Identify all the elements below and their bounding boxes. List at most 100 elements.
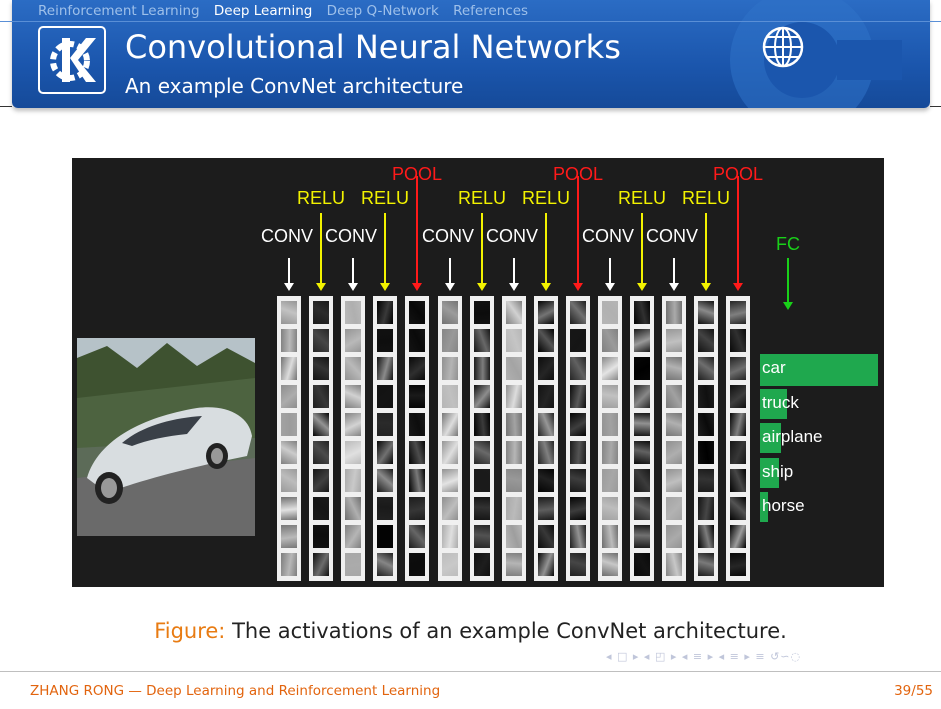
activation-map bbox=[473, 524, 491, 549]
layer-label-pool: POOL bbox=[712, 164, 764, 184]
activation-map bbox=[601, 412, 619, 437]
arrowhead-relu bbox=[380, 283, 390, 291]
activation-column-9 bbox=[534, 296, 558, 581]
class-bar-truck bbox=[760, 388, 788, 419]
activation-map bbox=[569, 440, 587, 465]
arrowhead-conv bbox=[605, 283, 615, 291]
activation-column-11 bbox=[598, 296, 622, 581]
activation-map bbox=[729, 384, 747, 409]
activation-map bbox=[633, 552, 651, 577]
activation-map bbox=[537, 440, 555, 465]
activation-map bbox=[312, 468, 330, 493]
header-rule-right bbox=[930, 106, 941, 107]
activation-map bbox=[537, 328, 555, 353]
activation-map bbox=[569, 356, 587, 381]
slide-subtitle: An example ConvNet architecture bbox=[125, 74, 464, 98]
class-bar-car bbox=[760, 354, 878, 386]
activation-map bbox=[473, 384, 491, 409]
activation-map bbox=[601, 300, 619, 325]
activation-map bbox=[729, 356, 747, 381]
arrowhead-relu bbox=[701, 283, 711, 291]
activation-map bbox=[312, 300, 330, 325]
activation-map bbox=[729, 524, 747, 549]
activation-map bbox=[665, 412, 683, 437]
activation-map bbox=[505, 552, 523, 577]
activation-map bbox=[312, 440, 330, 465]
activation-map bbox=[505, 328, 523, 353]
activation-map bbox=[280, 440, 298, 465]
activation-map bbox=[665, 468, 683, 493]
activation-map bbox=[601, 468, 619, 493]
activation-map bbox=[537, 356, 555, 381]
activation-map bbox=[665, 300, 683, 325]
arrowhead-conv bbox=[669, 283, 679, 291]
activation-map bbox=[344, 468, 362, 493]
activation-map bbox=[408, 496, 426, 521]
nav-item-reinforcement-learning[interactable]: Reinforcement Learning bbox=[38, 3, 200, 19]
activation-column-13 bbox=[662, 296, 686, 581]
activation-map bbox=[569, 552, 587, 577]
activation-map bbox=[633, 468, 651, 493]
activation-map bbox=[441, 300, 459, 325]
activation-map bbox=[376, 552, 394, 577]
class-label-ship: ship bbox=[762, 461, 794, 481]
activation-map bbox=[697, 300, 715, 325]
activation-map bbox=[633, 356, 651, 381]
activation-map bbox=[408, 412, 426, 437]
activation-map bbox=[697, 440, 715, 465]
class-label-airplane: airplane bbox=[762, 427, 823, 446]
activation-map bbox=[729, 300, 747, 325]
activation-map bbox=[633, 524, 651, 549]
layer-label-conv: CONV bbox=[485, 226, 539, 246]
nav-item-references[interactable]: References bbox=[453, 3, 529, 19]
activation-map bbox=[473, 468, 491, 493]
slide-header: Reinforcement Learning Deep Learning Dee… bbox=[12, 0, 930, 108]
activation-map bbox=[697, 384, 715, 409]
arrowhead-pool bbox=[412, 283, 422, 291]
activation-map bbox=[569, 524, 587, 549]
beamer-navigation-icons[interactable]: ◂ □ ▸ ◂ ◰ ▸ ◂ ≡ ▸ ◂ ≡ ▸ ≡ ↺∽◌ bbox=[606, 650, 802, 663]
class-bar-ship bbox=[760, 457, 779, 488]
footer-author-title: ZHANG RONG — Deep Learning and Reinforce… bbox=[30, 683, 441, 699]
layer-label-conv: CONV bbox=[421, 226, 475, 246]
activation-map bbox=[344, 524, 362, 549]
activation-map bbox=[408, 384, 426, 409]
activation-map bbox=[344, 356, 362, 381]
activation-map bbox=[376, 496, 394, 521]
nav-item-deep-learning[interactable]: Deep Learning bbox=[213, 3, 313, 19]
car-photo-image bbox=[77, 338, 255, 536]
arrowhead-relu bbox=[316, 283, 326, 291]
activation-map bbox=[312, 552, 330, 577]
activation-map bbox=[441, 468, 459, 493]
activation-map bbox=[441, 356, 459, 381]
arrowhead-pool bbox=[733, 283, 743, 291]
activation-map bbox=[280, 328, 298, 353]
layer-label-pool: POOL bbox=[552, 164, 604, 184]
activation-map bbox=[665, 524, 683, 549]
layer-label-conv: CONV bbox=[324, 226, 378, 246]
activation-map bbox=[729, 468, 747, 493]
activation-map bbox=[376, 384, 394, 409]
layer-label-fc: FC bbox=[776, 234, 800, 254]
activation-map bbox=[537, 412, 555, 437]
activation-map bbox=[441, 328, 459, 353]
activation-map bbox=[633, 440, 651, 465]
activation-map bbox=[665, 496, 683, 521]
activation-map bbox=[473, 356, 491, 381]
activation-map bbox=[408, 552, 426, 577]
caption-text: The activations of an example ConvNet ar… bbox=[232, 619, 787, 643]
activation-map bbox=[280, 468, 298, 493]
activation-map bbox=[569, 412, 587, 437]
activation-map bbox=[376, 356, 394, 381]
activation-map bbox=[665, 356, 683, 381]
arrowhead-pool bbox=[573, 283, 583, 291]
activation-column-12 bbox=[630, 296, 654, 581]
nav-item-deep-q-network[interactable]: Deep Q-Network bbox=[326, 3, 439, 19]
activation-column-7 bbox=[470, 296, 494, 581]
activation-map bbox=[344, 384, 362, 409]
layer-label-conv: CONV bbox=[581, 226, 635, 246]
activation-map bbox=[441, 524, 459, 549]
class-bar-airplane bbox=[760, 423, 782, 453]
activation-map bbox=[697, 496, 715, 521]
globe-icon bbox=[762, 26, 804, 68]
